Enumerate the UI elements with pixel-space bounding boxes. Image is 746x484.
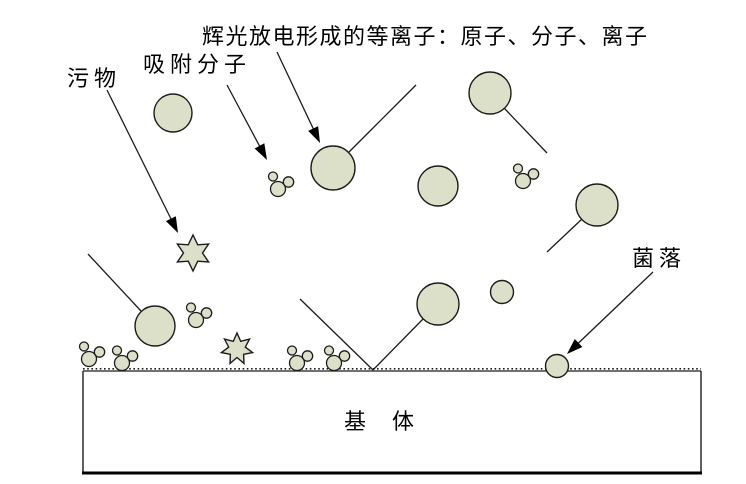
small-particle-circle — [544, 353, 570, 379]
particle-circle — [575, 183, 619, 227]
colony-label: 菌落 — [632, 246, 686, 271]
arrow-shaft — [106, 89, 173, 222]
molecule-cluster — [78, 341, 106, 368]
plasma-label: 辉光放电形成的等离子：原子、分子、离子 — [202, 24, 649, 49]
molecule-atom — [111, 345, 123, 356]
molecule-atom — [301, 350, 314, 362]
particle-circle — [310, 145, 356, 191]
plasma-particles — [134, 71, 619, 379]
molecule-cluster — [286, 345, 314, 372]
molecule-atom — [527, 168, 540, 180]
dirt-label: 污物 — [67, 66, 121, 91]
molecule-atom — [267, 171, 279, 182]
molecule-atom — [185, 302, 197, 313]
arrow-shaft — [226, 84, 262, 149]
trajectory-line — [546, 218, 583, 253]
contaminant-star — [176, 233, 210, 273]
molecule-atom — [200, 307, 213, 319]
molecule-cluster — [111, 345, 139, 372]
arrow-shaft — [276, 51, 316, 132]
molecule-atom — [282, 176, 295, 188]
molecule-atom — [80, 350, 98, 368]
substrate-block — [82, 367, 702, 475]
molecule-cluster — [185, 302, 213, 329]
molecule-cluster — [512, 163, 540, 190]
particle-circle — [153, 93, 193, 133]
substrate-label: 基 体 — [344, 409, 416, 434]
molecule-clusters — [78, 163, 540, 372]
particle-circle — [417, 165, 459, 207]
particle-circle — [468, 71, 512, 115]
molecule-atom — [269, 180, 287, 198]
molecule-atom — [514, 172, 532, 190]
molecule-atom — [93, 346, 106, 358]
arrow-head — [308, 126, 320, 143]
substrate-rect — [83, 371, 701, 473]
trajectory-line — [87, 253, 142, 312]
adsorbed-molecule-label: 吸附分子 — [143, 52, 251, 77]
particle-circle — [416, 282, 460, 326]
arrow-head — [254, 143, 267, 160]
contaminant-star — [219, 331, 255, 365]
trajectory-line — [372, 318, 424, 371]
trajectory-line — [503, 107, 548, 154]
arrow-head — [165, 216, 178, 233]
trajectory-line — [348, 84, 417, 153]
molecule-atom — [288, 354, 306, 372]
particle-circle — [134, 305, 176, 347]
molecule-atom — [286, 345, 298, 356]
molecule-atom — [338, 350, 351, 362]
molecule-cluster — [267, 171, 295, 198]
trajectory-lines — [87, 84, 583, 371]
arrow-head — [567, 338, 583, 354]
molecule-atom — [323, 345, 335, 356]
annotation-arrows — [106, 51, 654, 354]
small-particle-circle — [489, 279, 515, 305]
molecule-atom — [512, 163, 524, 174]
molecule-atom — [126, 350, 139, 362]
contaminant-stars — [176, 233, 255, 365]
trajectory-line — [299, 298, 374, 371]
molecule-atom — [113, 354, 131, 372]
molecule-atom — [187, 311, 205, 329]
arrow-shaft — [575, 271, 654, 346]
molecule-atom — [78, 341, 90, 352]
molecule-cluster — [323, 345, 351, 372]
molecule-atom — [325, 354, 343, 372]
